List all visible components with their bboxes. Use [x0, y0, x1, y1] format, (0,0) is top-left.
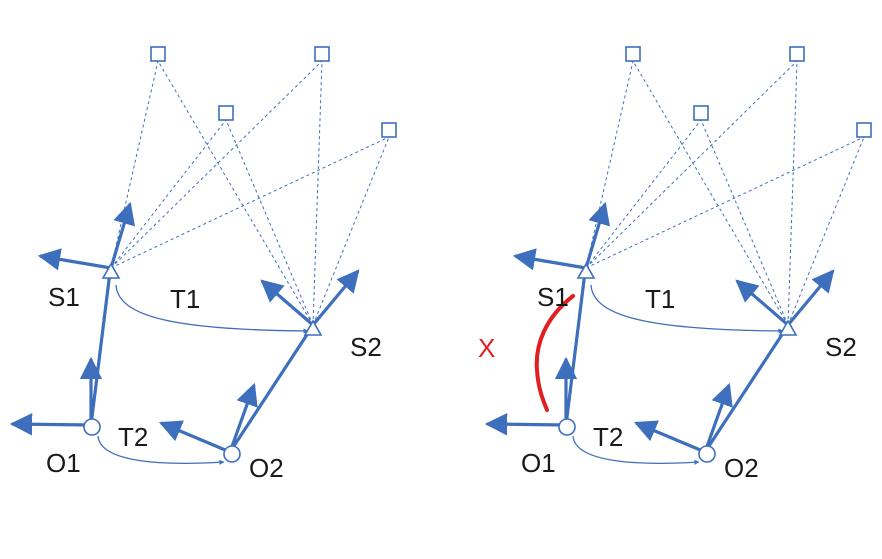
label-o2: O2: [249, 453, 284, 483]
frame-s1: [512, 201, 610, 279]
frame-o1: [9, 356, 103, 436]
landmark-square: [150, 46, 166, 62]
label-s2: S2: [350, 332, 382, 362]
sensor-triangle: [101, 262, 121, 279]
label-s1: S1: [537, 282, 569, 312]
broken-link-stroke: [534, 294, 575, 412]
frame-o1: [484, 356, 578, 436]
observation-lines: [585, 60, 865, 326]
label-s1: S1: [48, 282, 80, 312]
observation-lines: [110, 60, 390, 326]
transform-t1-curve: [115, 284, 309, 334]
sensor-triangle: [303, 319, 323, 336]
frame-s2: [735, 269, 835, 336]
landmark-square: [218, 105, 234, 121]
left-panel: S1 T1 S2 T2 O1 O2: [9, 46, 397, 483]
landmarks: [625, 46, 872, 138]
frame-o2: [158, 382, 258, 463]
landmark-square: [856, 122, 872, 138]
landmarks: [150, 46, 397, 138]
pose-link: [703, 326, 789, 453]
landmark-square: [789, 46, 805, 62]
transform-t2-curve: [97, 435, 225, 465]
label-t2: T2: [593, 422, 623, 452]
landmark-square: [314, 46, 330, 62]
origin-circle: [698, 445, 716, 463]
origin-circle: [83, 418, 101, 436]
label-t2: T2: [118, 422, 148, 452]
transform-t2-curve: [572, 435, 700, 465]
landmark-square: [381, 122, 397, 138]
sensor-triangle: [576, 262, 596, 279]
x-mark: X: [478, 333, 495, 363]
origin-circle: [558, 418, 576, 436]
label-t1: T1: [170, 284, 200, 314]
label-o1: O1: [46, 448, 81, 478]
right-panel: S1 T1 S2 T2 O1 O2 X: [478, 46, 872, 483]
landmark-square: [693, 105, 709, 121]
label-o1: O1: [521, 448, 556, 478]
label-s2: S2: [825, 332, 857, 362]
label-t1: T1: [645, 284, 675, 314]
pose-link: [89, 271, 112, 426]
sensor-triangle: [778, 319, 798, 336]
frame-s2: [260, 269, 360, 336]
landmark-square: [625, 46, 641, 62]
frame-s1: [37, 201, 135, 279]
label-o2: O2: [724, 453, 759, 483]
pose-link: [564, 271, 587, 426]
pose-link: [228, 326, 314, 453]
transform-t1-curve: [590, 284, 784, 334]
frame-o2: [633, 382, 733, 463]
origin-circle: [223, 445, 241, 463]
